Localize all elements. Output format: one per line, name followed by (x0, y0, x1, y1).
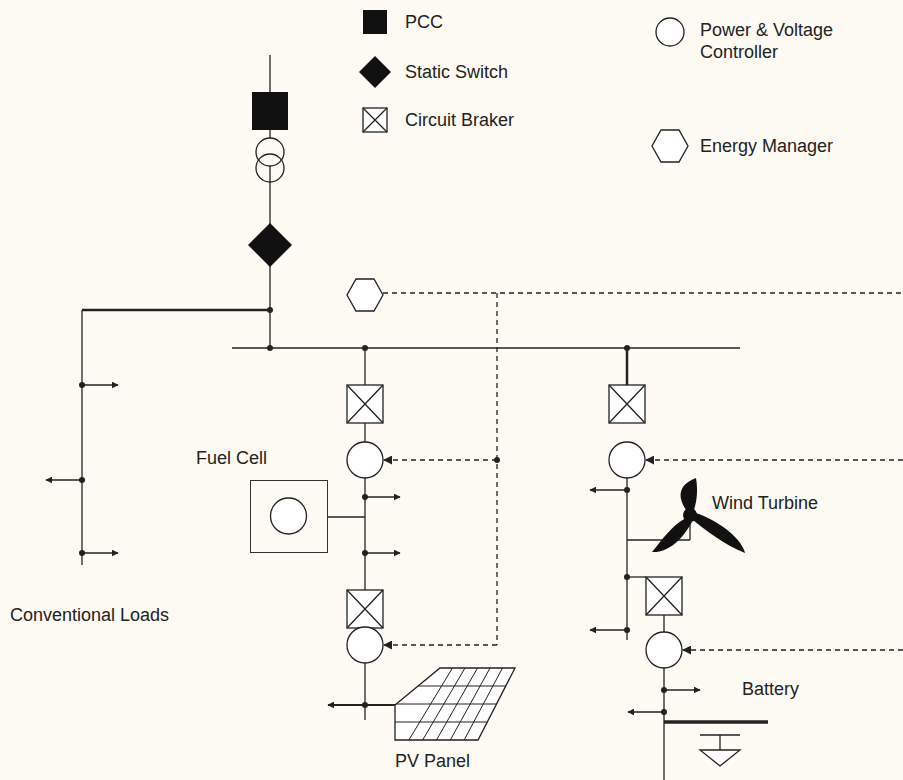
legend-text: Static Switch (405, 61, 508, 83)
component-label: PV Panel (395, 750, 470, 772)
fuel-cell-box: Fuel Cell (250, 480, 328, 553)
generator-symbol (251, 481, 326, 551)
legend-text: Power & Voltage Controller (700, 19, 875, 63)
component-label: Wind Turbine (712, 492, 818, 514)
legend-text: Energy Manager (700, 135, 833, 157)
component-label: Conventional Loads (10, 604, 169, 626)
legend-text: PCC (405, 11, 443, 33)
component-label: Battery (742, 678, 799, 700)
legend-text: Circuit Braker (405, 109, 514, 131)
node-label: Fuel Cell (196, 447, 267, 469)
